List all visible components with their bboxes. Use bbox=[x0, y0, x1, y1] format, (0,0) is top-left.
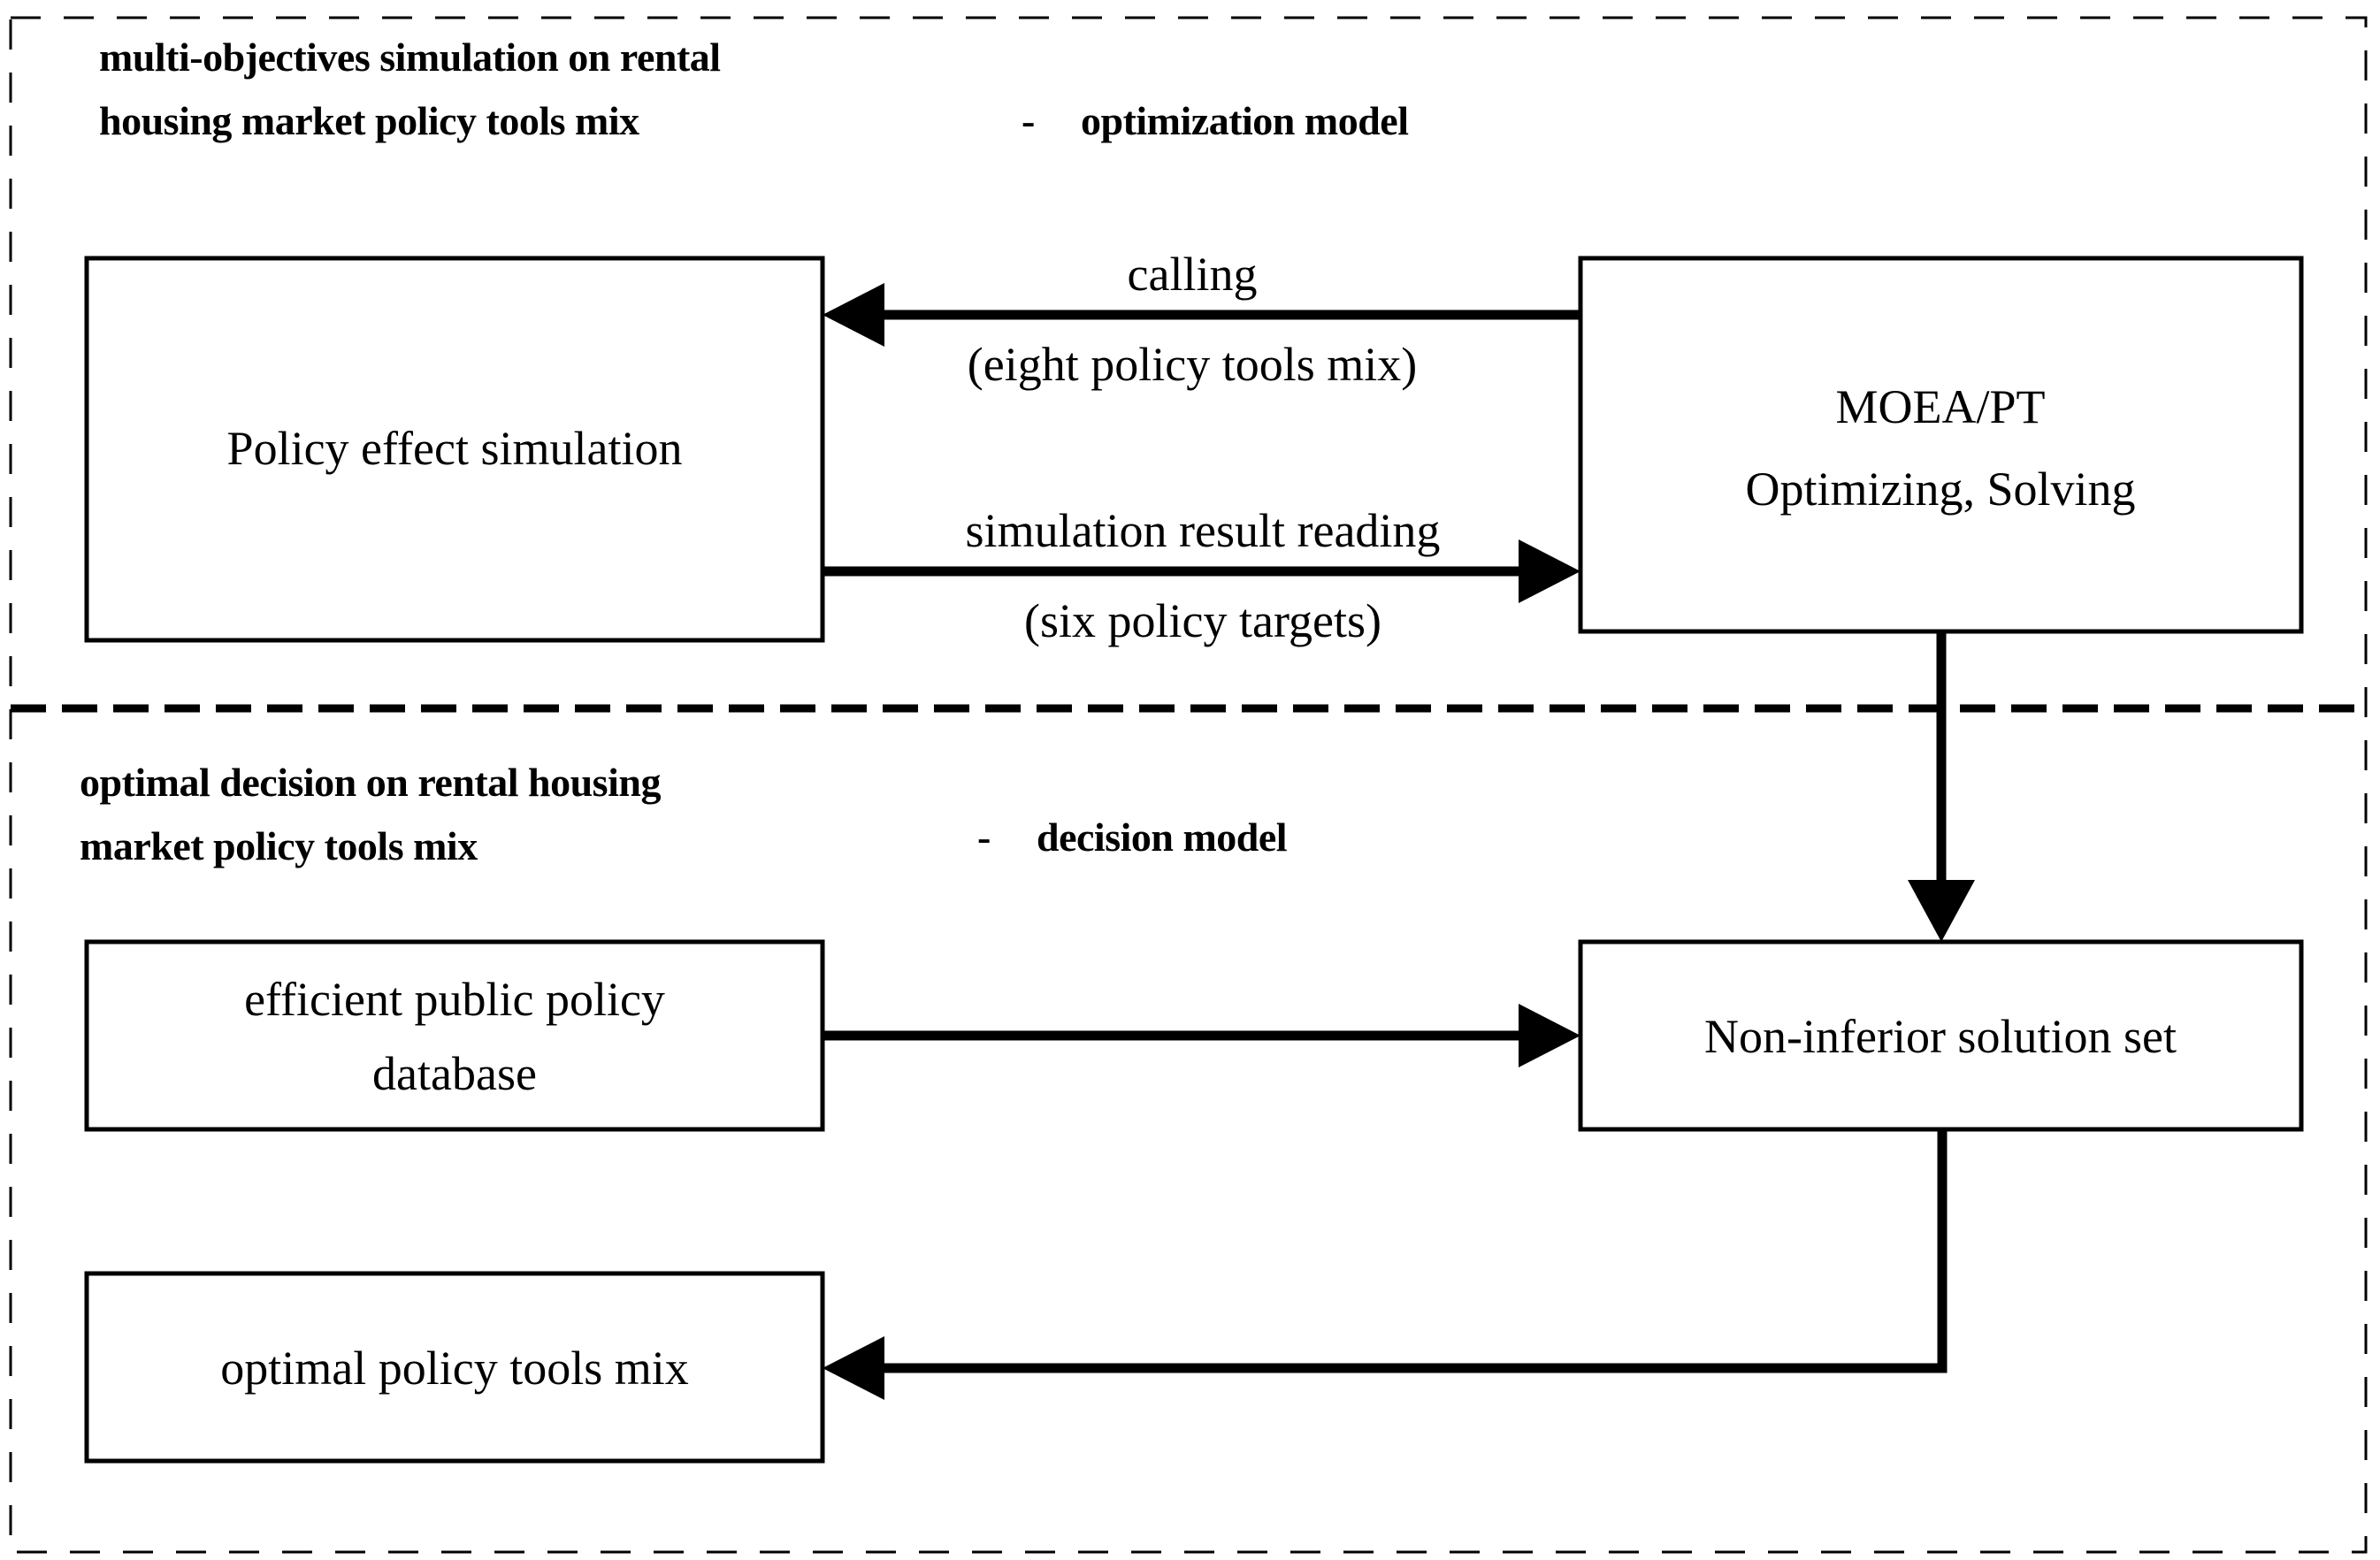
node-optimal-policy-tools-mix[interactable] bbox=[84, 1271, 825, 1464]
edge-simulation-result-reading-label-line2: (six policy targets) bbox=[1024, 594, 1381, 647]
section1-heading-separator: - bbox=[1022, 98, 1035, 143]
section2-heading-suffix: decision model bbox=[1037, 814, 1287, 860]
node-moea-pt[interactable] bbox=[1578, 256, 2304, 634]
node-efficient-public-policy-database-label-line1: efficient public policy bbox=[244, 973, 665, 1026]
edge-simulation-result-reading: simulation result reading (six policy ta… bbox=[823, 504, 1580, 647]
node-efficient-public-policy-database[interactable] bbox=[84, 939, 825, 1132]
edge-simulation-result-reading-label-line1: simulation result reading bbox=[966, 504, 1441, 557]
node-optimal-policy-tools-mix-label: optimal policy tools mix bbox=[220, 1342, 688, 1395]
section2-heading-separator: - bbox=[977, 814, 991, 860]
edge-solution-set-to-optimal-mix bbox=[823, 1129, 1948, 1400]
edge-calling-label-line1: calling bbox=[1128, 248, 1258, 301]
edge-database-to-solution-set-arrowhead bbox=[1519, 1004, 1580, 1067]
node-moea-pt-label-line2: Optimizing, Solving bbox=[1745, 463, 2135, 516]
edge-calling-label-line2: (eight policy tools mix) bbox=[968, 338, 1417, 391]
node-policy-effect-simulation[interactable] bbox=[84, 256, 825, 643]
outer-dashed-frame bbox=[9, 16, 2368, 1554]
section1-heading-line2: housing market policy tools mix bbox=[99, 98, 639, 143]
section2-heading-line1: optimal decision on rental housing bbox=[80, 760, 661, 805]
edge-solution-set-to-optimal-mix-arrowhead bbox=[823, 1336, 884, 1400]
edge-moea-to-solution-set bbox=[1908, 631, 1975, 942]
node-moea-pt-label-line1: MOEA/PT bbox=[1835, 380, 2045, 433]
edge-moea-to-solution-set-arrowhead bbox=[1908, 880, 1975, 942]
node-non-inferior-solution-set-label: Non-inferior solution set bbox=[1704, 1010, 2177, 1063]
section1-heading-suffix: optimization model bbox=[1081, 98, 1408, 143]
section1-heading-line1: multi-objectives simulation on rental bbox=[99, 34, 721, 80]
edge-calling-arrowhead bbox=[823, 283, 884, 347]
edge-simulation-result-reading-arrowhead bbox=[1519, 539, 1580, 603]
edge-database-to-solution-set bbox=[823, 1004, 1580, 1067]
node-policy-effect-simulation-label: Policy effect simulation bbox=[227, 422, 683, 475]
edge-calling: calling (eight policy tools mix) bbox=[823, 248, 1580, 391]
node-efficient-public-policy-database-label-line2: database bbox=[372, 1047, 537, 1100]
section2-heading-line2: market policy tools mix bbox=[80, 823, 478, 868]
